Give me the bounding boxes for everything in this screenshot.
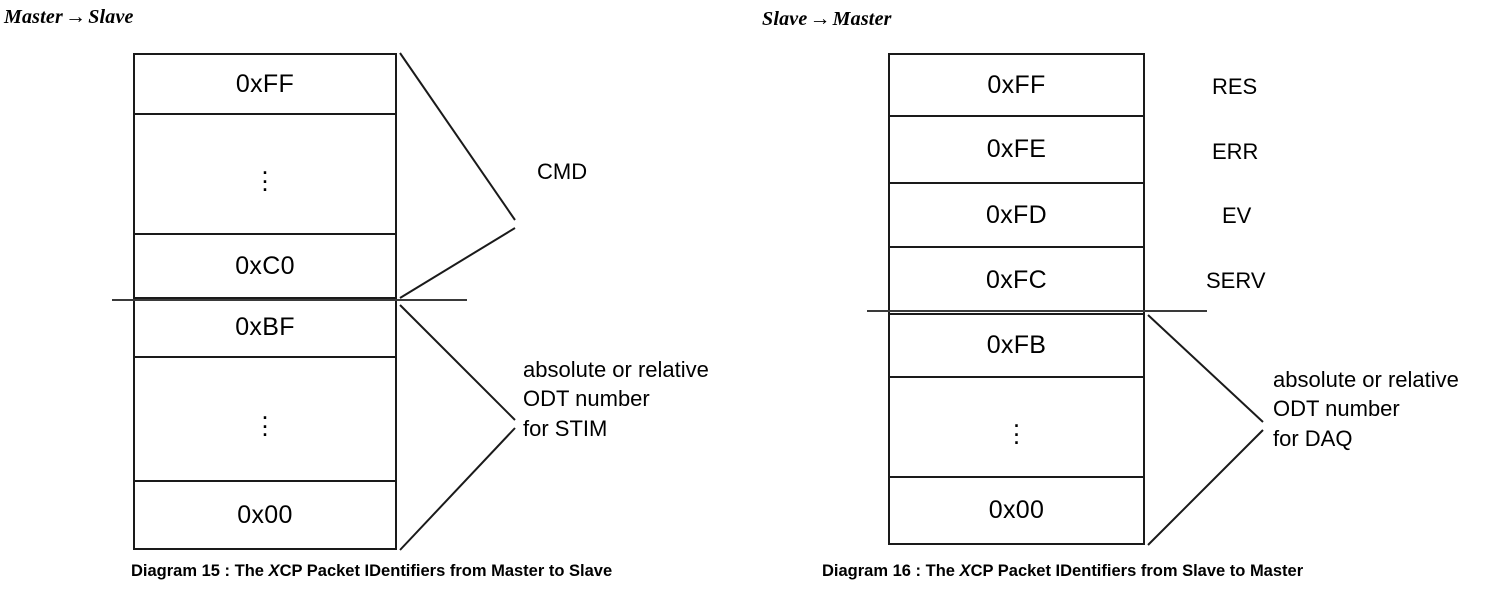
table-row: 0xFF [135,55,395,115]
table-row: 0xFB [890,315,1143,378]
annotation-stim-line3: for STIM [523,415,608,441]
side-label-err: ERR [1212,139,1259,164]
brace-daq [1147,314,1264,546]
heading-to-label: Slave [88,6,134,28]
arrow-right-icon: → [809,6,831,30]
caption-15-prefix: Diagram 15 : The [131,562,269,580]
table-row: 0xFD [890,184,1143,248]
table-row: 0xC0 [135,235,395,299]
table-row: ... [135,115,395,235]
table-row: 0xFF [890,55,1143,117]
pid-table-slave-to-master: 0xFF 0xFE 0xFD 0xFC 0xFB ... 0x00 [888,53,1145,545]
heading-slave-to-master: Slave→Master [762,6,892,31]
annotation-daq: absolute or relative ODT number for DAQ [1273,365,1459,453]
annotation-daq-line2: ODT number [1273,396,1400,422]
heading-to-label: Master [832,8,892,30]
annotation-cmd: CMD [537,159,588,184]
brace-stim [399,304,516,551]
pid-table-master-to-slave: 0xFF ... 0xC0 0xBF ... 0x00 [133,53,397,550]
annotation-stim-line1: absolute or relative [523,357,709,382]
heading-from-label: Master [4,6,63,28]
table-row: ... [135,358,395,482]
table-row: ... [890,378,1143,478]
res-daq-split-line [867,310,1207,312]
heading-from-label: Slave [762,8,808,30]
heading-master-to-slave: Master→Slave [4,4,134,29]
caption-16-suffix: CP Packet IDentifiers from Slave to Mast… [970,562,1304,580]
table-row: 0xBF [135,299,395,358]
arrow-right-icon: → [64,4,87,28]
caption-16-prefix: Diagram 16 : The [822,562,960,580]
caption-15-italic: X [268,562,280,580]
cmd-daq-split-line [112,299,467,301]
caption-diagram-16: Diagram 16 : The XCP Packet IDentifiers … [822,562,1303,581]
annotation-stim: absolute or relative ODT number for STIM [523,355,709,443]
table-row: 0xFE [890,117,1143,184]
vertical-ellipsis-icon: ... [261,394,269,443]
side-label-serv: SERV [1206,268,1266,293]
brace-cmd [399,52,516,299]
caption-15-suffix: CP Packet IDentifiers from Master to Sla… [279,562,613,580]
caption-16-italic: X [959,562,971,580]
caption-diagram-15: Diagram 15 : The XCP Packet IDentifiers … [131,562,612,581]
vertical-ellipsis-icon: ... [1012,402,1021,451]
annotation-daq-line3: for DAQ [1273,425,1353,451]
side-label-res: RES [1212,74,1258,99]
table-row: 0x00 [237,500,293,529]
side-label-ev: EV [1222,203,1252,228]
annotation-stim-line2: ODT number [523,386,650,412]
vertical-ellipsis-icon: ... [261,149,269,198]
table-row: 0xFC [890,248,1143,315]
annotation-daq-line1: absolute or relative [1273,367,1459,392]
table-row: 0x00 [988,496,1045,524]
